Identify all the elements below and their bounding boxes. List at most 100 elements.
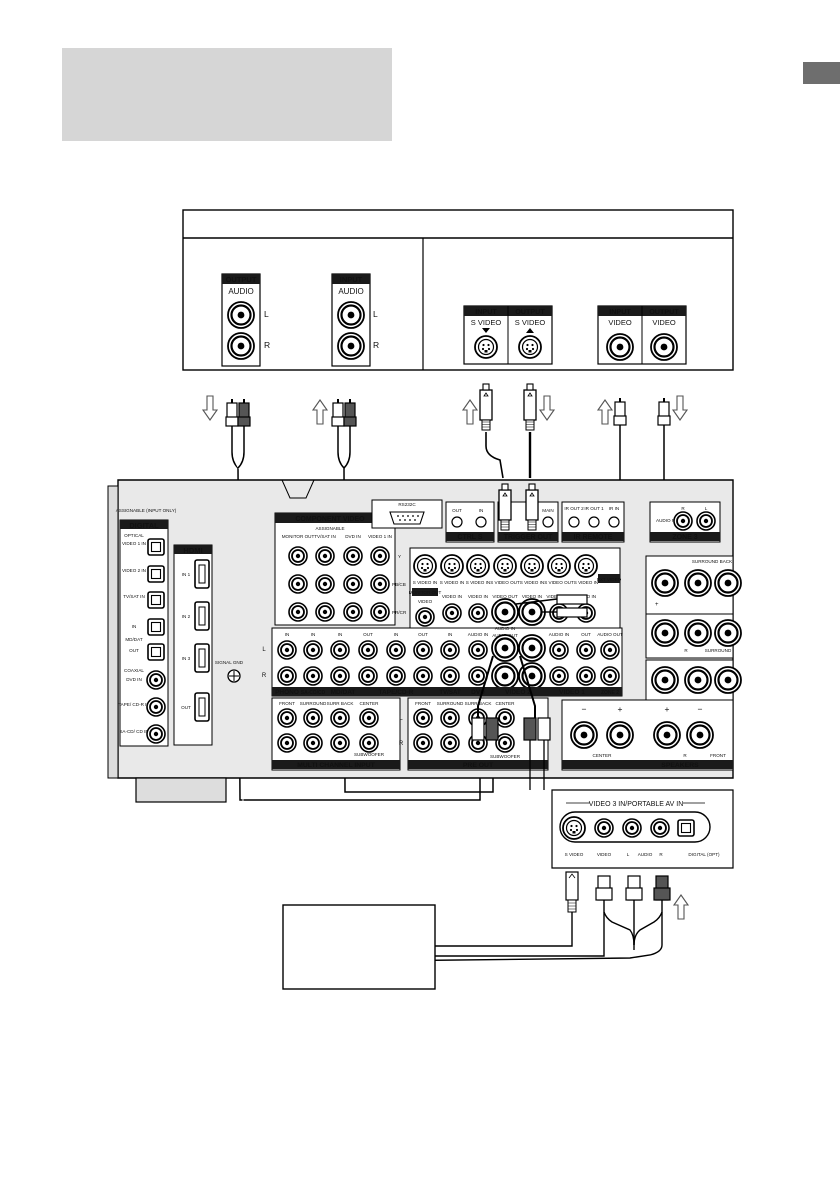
audio-label-sacd: SA-CD/CD: [301, 690, 326, 696]
ctrl-s-label: CTRL S: [457, 534, 482, 541]
receiver-cable-plugs: [471, 483, 588, 790]
center-label: CENTER: [593, 753, 613, 758]
video-head-1: VIDEO: [418, 599, 433, 604]
audio-label-video2: VIDEO 2: [505, 689, 531, 696]
surround-r: R: [684, 648, 688, 653]
digital-jack-3: TV/SAT IN: [123, 594, 145, 599]
section-tab: [803, 62, 840, 84]
multi-head-3: SURR BACK: [327, 701, 355, 706]
video-head-4: VIDEO OUT: [492, 594, 517, 599]
component-head-3: DVD IN: [345, 534, 361, 539]
multi-channel-label: MULTI CHANNEL INPUT: [297, 762, 375, 769]
rs232-label: RS232C: [398, 502, 416, 507]
plugs-top: [202, 383, 688, 431]
speakers-label: SPEAKERS: [661, 762, 699, 769]
vcr-input-header: INPUT: [340, 275, 363, 284]
vcr-output-header: OUTPUT: [226, 275, 257, 284]
video-output-header: OUTPUT: [649, 307, 679, 316]
vcr-out-left-label: L: [264, 309, 269, 319]
svideo-output-header: OUTPUT: [515, 307, 545, 316]
audio-head-1: IN: [285, 632, 290, 637]
multi-head-2: SURROUND: [300, 701, 327, 706]
sv-head-1: S VIDEO IN: [413, 580, 438, 585]
ctrl-out: OUT: [452, 508, 462, 513]
audio-label-tape: TAPE/CD-R: [379, 689, 414, 696]
portable-device-box: [282, 904, 436, 990]
fp-audio: AUDIO: [638, 852, 653, 857]
ir-in: IR IN: [609, 506, 619, 511]
digital-jack-1: VIDEO 1 IN: [122, 541, 146, 546]
hdmi-in-3: IN 3: [182, 656, 191, 661]
component-y: Y: [398, 554, 401, 559]
zone3-r: R: [681, 506, 685, 511]
audio-label-tvsat: TV/SAT: [439, 689, 461, 696]
video-output-sub: VIDEO: [652, 318, 676, 327]
vcr-in-right-label: R: [373, 340, 379, 350]
fp-svideo: S VIDEO: [565, 852, 584, 857]
coax-jack-3: SA-CD/ CD IN: [119, 729, 148, 734]
audio-head-7: IN: [448, 632, 453, 637]
audio-label-video1: VIDEO 1: [559, 689, 585, 696]
pre-r-label: R: [399, 741, 404, 747]
video-head-2: VIDEO IN: [442, 594, 462, 599]
video-input-header: INPUT: [609, 307, 631, 316]
pre-out-label: PRE OUT: [463, 762, 494, 769]
pre-head-4: CENTER: [496, 701, 516, 706]
optical-label: OPTICAL: [124, 533, 144, 538]
coax-jack-2: TAPE/ CD-R IN: [118, 702, 150, 707]
audio-head-2: IN: [311, 632, 316, 637]
sv-head-6: S VIDEO OUT: [544, 580, 574, 585]
component-head-4: VIDEO 1 IN: [368, 534, 392, 539]
assignable-small: ASSIGNABLE: [315, 526, 344, 531]
coax-jack-1: DVD IN: [126, 677, 142, 682]
component-pr: PR/CR: [392, 610, 407, 615]
vcr-output-sub: AUDIO: [228, 287, 253, 296]
audio-head-6: OUT: [418, 632, 428, 637]
audio-head-4: OUT: [363, 632, 373, 637]
ir-out-1: IR OUT 1: [584, 506, 604, 511]
trigger-main: MAIN: [542, 508, 553, 513]
digital-jack-6: OUT: [129, 648, 139, 653]
fp-video: VIDEO: [597, 852, 612, 857]
vcr-in-left-label: L: [373, 309, 378, 319]
front-r: R: [683, 753, 687, 758]
front-panel-inset: VIDEO 3 IN/PORTABLE AV IN S VIDEO VIDEO …: [551, 789, 734, 869]
digital-jack-2: VIDEO 2 IN: [122, 568, 146, 573]
component-video-label: COMPONENT VIDEO: [295, 516, 365, 523]
sb-plus: +: [655, 602, 659, 608]
svideo-output-sub: S VIDEO: [515, 318, 546, 327]
sv-head-2: S VIDEO IN: [440, 580, 465, 585]
zone3-l: L: [705, 506, 708, 511]
pre-head-1: FRONT: [415, 701, 431, 706]
front-plus: +: [665, 704, 670, 714]
pre-head-5: SUBWOOFER: [490, 754, 521, 759]
ir-out-2: IR OUT 2: [564, 506, 584, 511]
hdmi-label: HDMI: [183, 546, 202, 555]
signal-gnd-label: SIGNAL GND: [215, 660, 244, 665]
audio-head-5: IN: [394, 632, 399, 637]
front-panel-title: VIDEO 3 IN/PORTABLE AV IN: [589, 801, 684, 808]
audio-head-11: AUDIO IN: [549, 632, 569, 637]
video-head-3: VIDEO IN: [468, 594, 488, 599]
audio-label-zone2: ZONE 2: [601, 690, 619, 696]
audio-head-13: AUDIO OUT: [597, 632, 623, 637]
digital-label: DIGITAL: [129, 521, 159, 530]
front-label: FRONT: [710, 753, 726, 758]
vcr-input-sub: AUDIO: [338, 287, 363, 296]
zone3-audio: AUDIO R: [656, 518, 676, 523]
vcr-out-right-label: R: [264, 340, 270, 350]
audio-head-8: AUDIO IN: [468, 632, 488, 637]
fp-digital: DIGITAL (OPT): [688, 852, 720, 857]
component-head-1: MONITOR OUT: [282, 534, 315, 539]
video-input-sub: VIDEO: [608, 318, 632, 327]
assignable-label: ASSIGNABLE (INPUT ONLY): [116, 508, 177, 513]
component-head-2: TV/SAT IN: [314, 534, 336, 539]
ctrl-in: IN: [479, 508, 484, 513]
front-minus: −: [698, 704, 703, 714]
receiver-rear-panel: ASSIGNABLE (INPUT ONLY) DIGITAL OPTICAL …: [107, 479, 743, 803]
coaxial-label: COAXIAL: [124, 668, 144, 673]
audio-head-12: OUT: [581, 632, 591, 637]
sv-head-5: S VIDEO IN: [520, 580, 545, 585]
heading-box: [62, 48, 392, 141]
